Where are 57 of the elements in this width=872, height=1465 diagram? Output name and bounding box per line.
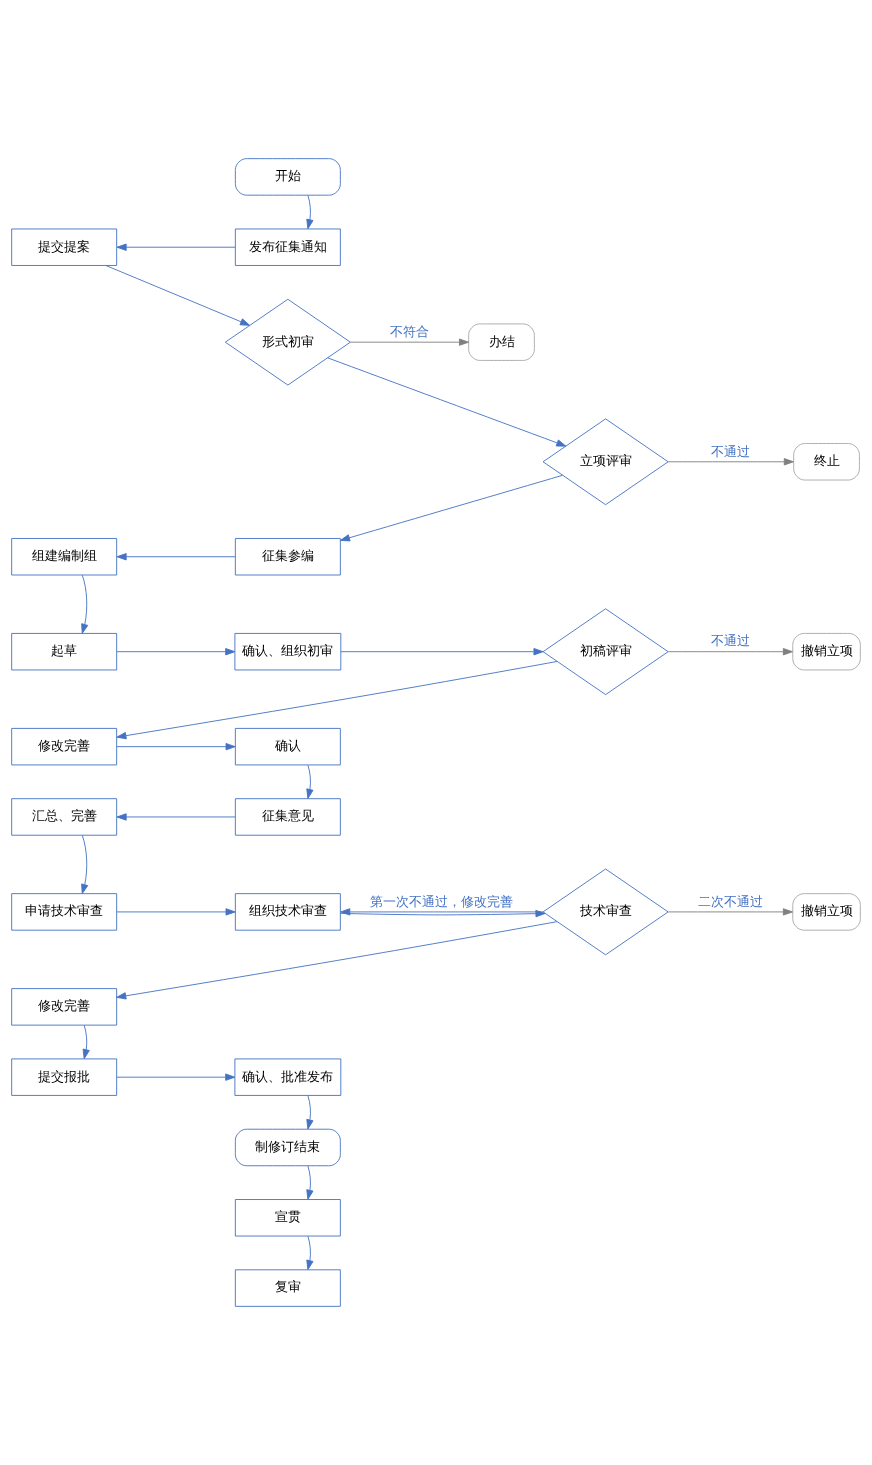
arrow — [116, 243, 236, 251]
arrow — [667, 458, 794, 466]
arrow — [306, 764, 314, 799]
node-box: 发布征集通知 — [234, 228, 341, 266]
node-diamond: 形式初审 — [224, 298, 351, 386]
node-box: 汇总、完善 — [11, 798, 118, 836]
node-box: 组织技术审查 — [234, 893, 341, 931]
arrow — [82, 1024, 90, 1060]
arrow — [667, 648, 793, 656]
node-box: 修改完善 — [11, 988, 118, 1026]
node-box: 开始 — [234, 158, 341, 196]
arrow — [116, 743, 236, 751]
arrow — [81, 834, 89, 894]
node-box: 复审 — [234, 1269, 341, 1307]
node-box: 征集意见 — [234, 798, 341, 836]
node-box: 组建编制组 — [11, 538, 118, 576]
arrow — [340, 648, 544, 656]
arrow — [81, 574, 89, 634]
node-box: 终止 — [793, 443, 860, 481]
arrow — [116, 661, 558, 740]
arrow — [327, 357, 567, 447]
node-box: 制修订结束 — [234, 1128, 341, 1167]
node-box: 修改完善 — [11, 727, 118, 766]
node-diamond: 初稿评审 — [542, 608, 669, 696]
node-diamond: 立项评审 — [542, 418, 669, 506]
arrow — [116, 648, 236, 656]
arrow — [306, 195, 314, 230]
arrow — [350, 338, 470, 346]
node-box: 起草 — [11, 632, 118, 671]
arrow — [306, 1095, 314, 1130]
node-diamond: 技术审查 — [542, 868, 669, 956]
arrow — [116, 553, 236, 561]
edge-label: 第一次不通过，修改完善 — [370, 893, 514, 909]
arrow — [306, 1235, 314, 1271]
node-box: 确认、组织初审 — [234, 632, 342, 671]
arrow — [306, 1165, 314, 1200]
arrow — [116, 921, 558, 1000]
node-box: 提交报批 — [11, 1058, 118, 1096]
node-box: 提交提案 — [11, 228, 118, 266]
edge-label: 不通过 — [710, 633, 750, 649]
node-box: 申请技术审查 — [11, 893, 118, 931]
arrow — [340, 474, 563, 542]
arrow — [116, 813, 236, 821]
arrow — [116, 908, 236, 916]
node-box: 宣贯 — [234, 1199, 341, 1237]
arrow — [105, 265, 251, 326]
node-box: 确认、批准发布 — [234, 1058, 342, 1096]
edge-label: 不符合 — [390, 323, 430, 339]
edge-label: 二次不通过 — [697, 893, 763, 909]
node-box: 确认 — [234, 727, 341, 766]
node-box: 撤销立项 — [792, 632, 861, 671]
arrow — [116, 1073, 236, 1081]
node-box: 征集参编 — [234, 538, 341, 576]
node-box: 撤销立项 — [792, 893, 861, 931]
edge-label: 不通过 — [711, 443, 751, 459]
node-box: 办结 — [468, 323, 535, 361]
arrow — [667, 908, 793, 916]
